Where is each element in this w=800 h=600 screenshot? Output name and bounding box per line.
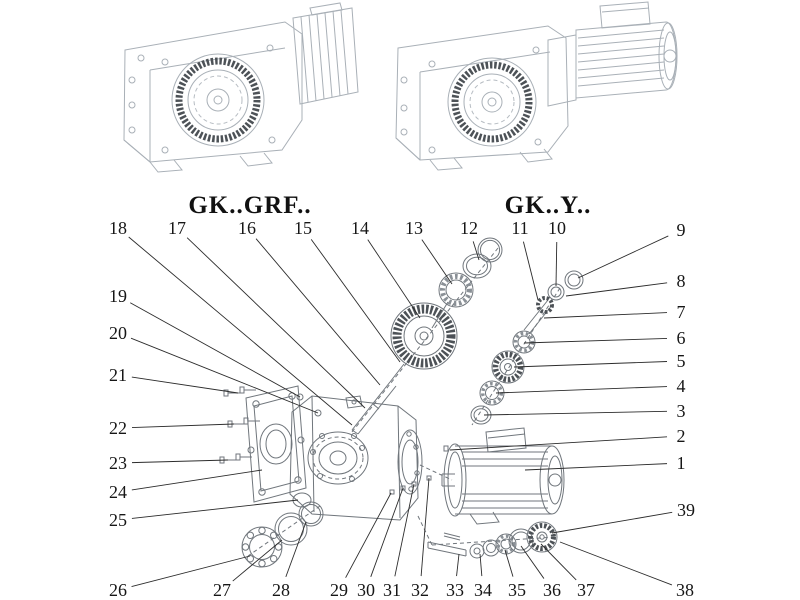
callout-10: 10 <box>548 218 566 238</box>
callout-12: 12 <box>460 218 478 238</box>
callout-16: 16 <box>238 218 256 238</box>
callout-31: 31 <box>383 580 401 600</box>
callout-35: 35 <box>508 580 526 600</box>
exploded-assembly <box>219 237 584 568</box>
callout-38: 38 <box>676 580 694 600</box>
callout-22: 22 <box>109 418 127 438</box>
mounting-flange <box>245 385 312 508</box>
input-shaft-gear-stack <box>351 237 503 435</box>
callout-33: 33 <box>446 580 464 600</box>
callout-28: 28 <box>272 580 290 600</box>
output-shaft-kit <box>427 521 558 559</box>
callout-34: 34 <box>474 580 492 600</box>
callout-36: 36 <box>543 580 561 600</box>
callout-17: 17 <box>168 218 186 238</box>
leader-lines <box>128 235 673 587</box>
callout-3: 3 <box>676 401 686 421</box>
callout-15: 15 <box>294 218 312 238</box>
callout-21: 21 <box>109 365 127 385</box>
electric-motor <box>389 427 565 525</box>
callout-30: 30 <box>357 580 375 600</box>
gear-housing <box>289 393 423 521</box>
model-label-gky: GK..Y.. <box>504 192 592 219</box>
callout-26: 26 <box>109 580 127 600</box>
callout-37: 37 <box>577 580 595 600</box>
callout-7: 7 <box>676 302 686 322</box>
callout-39: 39 <box>677 500 695 520</box>
callout-11: 11 <box>511 218 529 238</box>
callout-25: 25 <box>109 510 127 530</box>
callout-6: 6 <box>676 328 686 348</box>
output-bearing-set <box>241 501 324 568</box>
callout-19: 19 <box>109 286 127 306</box>
callout-9: 9 <box>676 220 686 240</box>
callout-27: 27 <box>213 580 231 600</box>
callout-14: 14 <box>351 218 369 238</box>
callout-24: 24 <box>109 482 127 502</box>
gearbox-drawing-grf <box>123 2 359 173</box>
model-label-grf: GK..GRF.. <box>188 192 312 219</box>
callout-13: 13 <box>405 218 423 238</box>
callout-20: 20 <box>109 323 127 343</box>
callout-5: 5 <box>676 351 686 371</box>
callout-23: 23 <box>109 453 127 473</box>
callout-8: 8 <box>676 271 686 291</box>
gearbox-drawing-gky <box>395 1 678 171</box>
callout-2: 2 <box>676 426 686 446</box>
callout-32: 32 <box>411 580 429 600</box>
callout-4: 4 <box>676 376 686 396</box>
callout-1: 1 <box>676 453 686 473</box>
callout-29: 29 <box>330 580 348 600</box>
callout-18: 18 <box>109 218 127 238</box>
